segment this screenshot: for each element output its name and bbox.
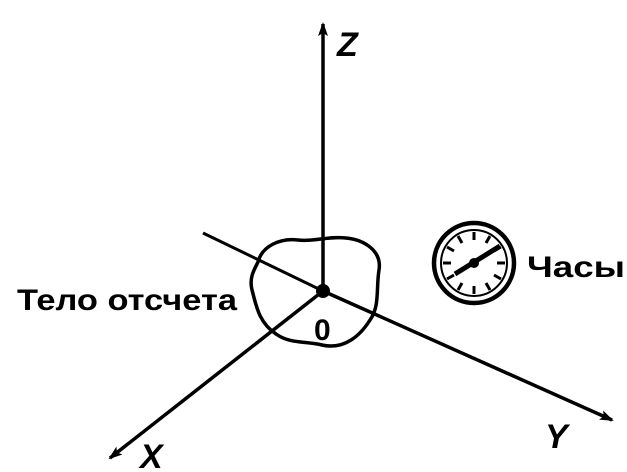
clock-label: Часы	[527, 251, 625, 284]
origin-label: 0	[314, 314, 331, 347]
reference-body-label: Тело отсчета	[17, 284, 237, 317]
z-axis-label: Z	[336, 26, 359, 64]
y-axis	[322, 289, 614, 422]
x-axis-label: X	[138, 438, 165, 472]
reference-body-blob	[249, 235, 382, 348]
y-axis-label: Y	[545, 418, 571, 456]
y-axis-back-segment	[202, 231, 324, 293]
x-axis	[108, 289, 325, 460]
clock-icon	[431, 220, 517, 306]
origin-point	[316, 284, 330, 298]
